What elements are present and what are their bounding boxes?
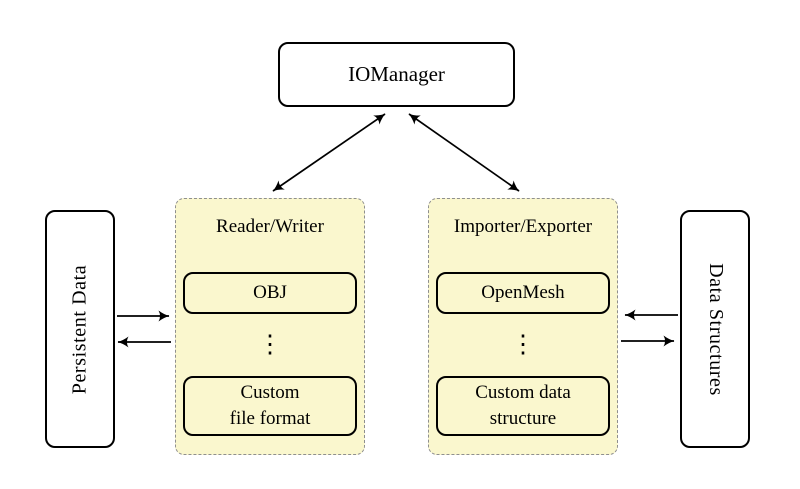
vertical-ellipsis: ⋮ <box>510 331 536 358</box>
importer-exporter-title: Importer/Exporter <box>453 216 593 237</box>
openmesh-label: OpenMesh <box>481 281 565 303</box>
custom-data-structure-line1: Custom data <box>475 381 571 403</box>
obj-label: OBJ <box>253 281 287 303</box>
node-openmesh: OpenMesh <box>436 272 610 314</box>
group-reader-writer: Reader/Writer OBJ ⋮ Custom file format <box>175 198 365 455</box>
node-custom-file-format: Custom file format <box>183 376 357 436</box>
node-iomanager: IOManager <box>278 42 515 107</box>
persistent-data-label: Persistent Data <box>68 264 91 394</box>
arrow-iomanager-importerexporter <box>408 113 520 192</box>
custom-data-structure-line2: structure <box>489 408 557 429</box>
custom-file-format-line1: Custom <box>240 381 300 403</box>
iomanager-label: IOManager <box>348 62 445 86</box>
node-obj: OBJ <box>183 272 357 314</box>
arrow-iomanager-readerwriter <box>272 113 386 192</box>
custom-file-format-line2: file format <box>229 408 311 429</box>
group-importer-exporter: Importer/Exporter OpenMesh ⋮ Custom data… <box>428 198 618 455</box>
data-structures-label: Data Structures <box>704 262 727 396</box>
reader-writer-title: Reader/Writer <box>216 216 324 237</box>
node-custom-data-structure: Custom data structure <box>436 376 610 436</box>
node-data-structures: Data Structures <box>680 210 750 448</box>
node-persistent-data: Persistent Data <box>45 210 115 448</box>
vertical-ellipsis: ⋮ <box>257 331 283 358</box>
